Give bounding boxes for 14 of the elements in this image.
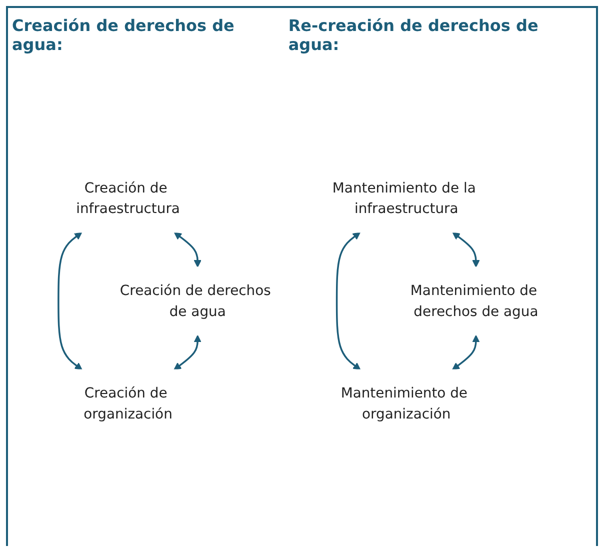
arrow xyxy=(58,232,82,370)
arrow xyxy=(174,334,202,370)
node-text: Mantenimiento de la infraestructura xyxy=(332,179,476,217)
node-text: Creación de derechos de agua xyxy=(120,282,271,320)
node-text: Creación de organización xyxy=(84,384,172,422)
arrow xyxy=(452,232,480,268)
arrow xyxy=(452,334,480,370)
section-heading: Re-creación de derechos de agua: xyxy=(288,16,540,54)
section-heading: Creación de derechos de agua: xyxy=(12,16,236,54)
arrow xyxy=(336,232,361,370)
node-text: Creación de infraestructura xyxy=(76,179,180,217)
node-text: Mantenimiento de derechos de agua xyxy=(410,282,538,320)
arrow xyxy=(174,232,202,268)
node-text: Mantenimiento de organización xyxy=(340,384,468,422)
